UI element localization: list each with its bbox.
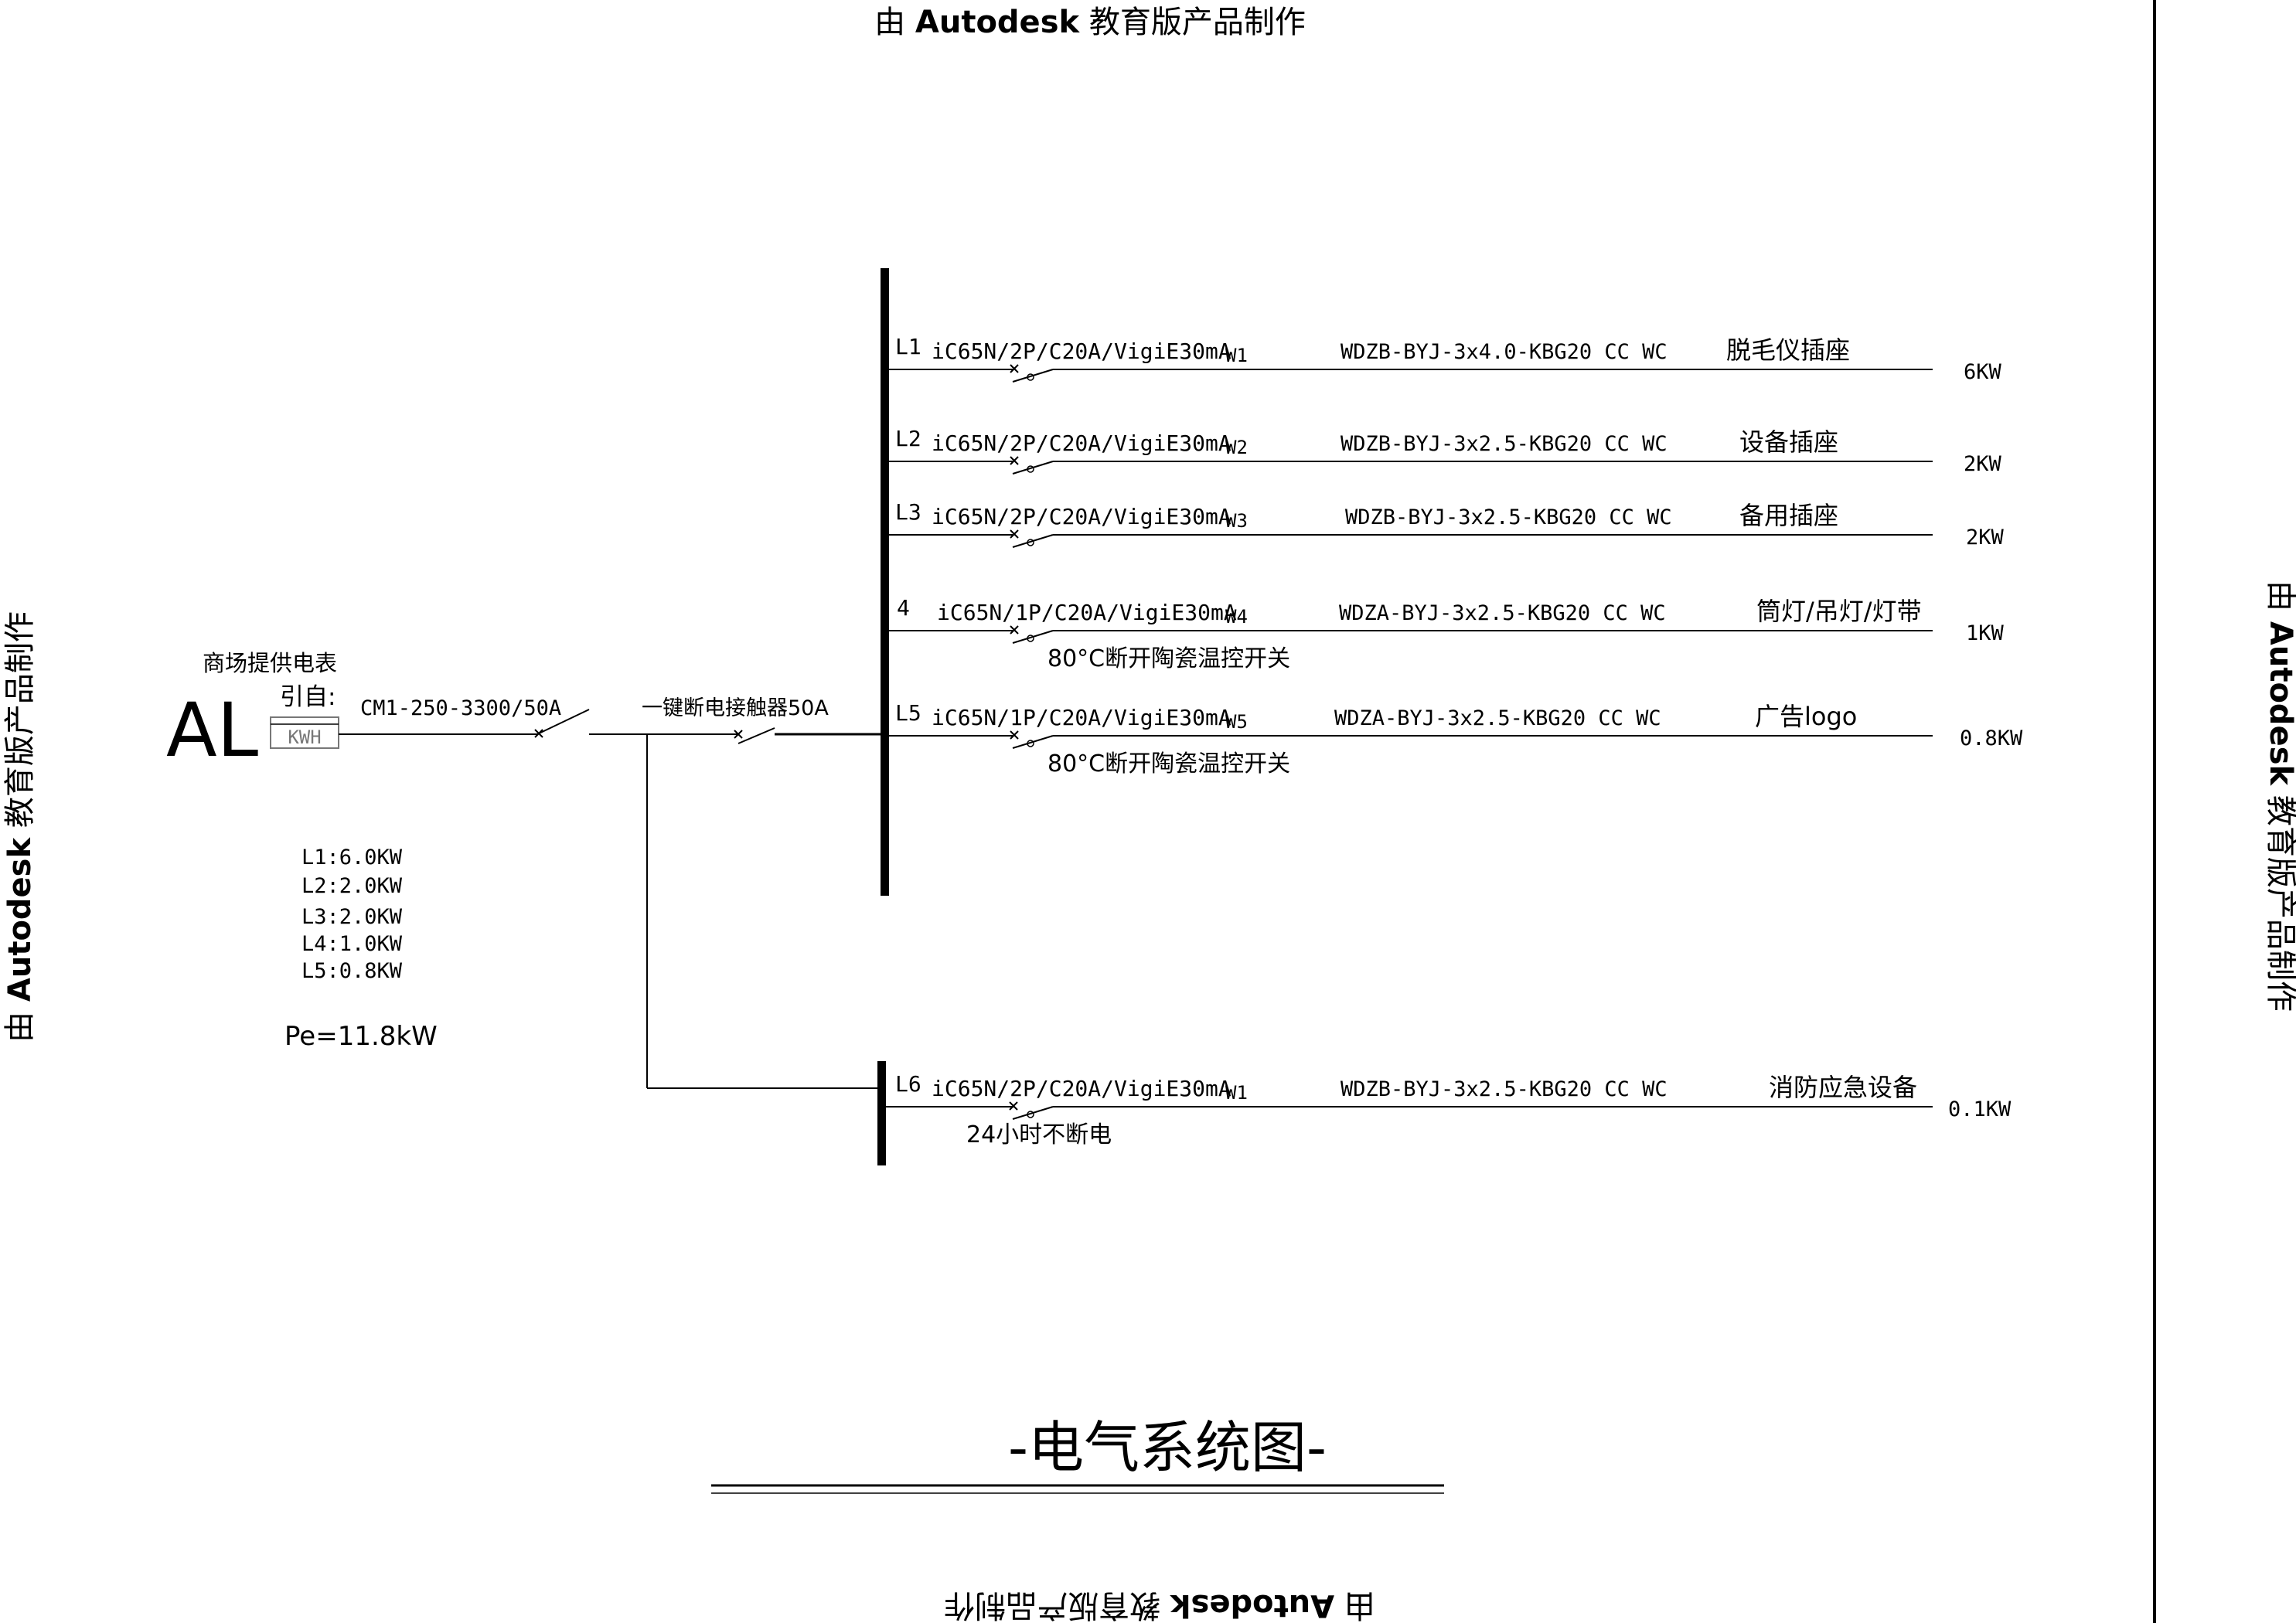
circuit-power: 2KW — [1966, 526, 2005, 550]
load-summary-total: Pe=11.8kW — [284, 1021, 438, 1052]
circuit-load-name: 设备插座 — [1739, 427, 1838, 457]
contactor-label: 一键断电接触器50A — [642, 696, 829, 720]
circuit-power: 2KW — [1964, 452, 2002, 476]
watermark-suffix: 教育版产品制作 — [2263, 785, 2296, 1012]
contactor-x2 — [734, 730, 743, 739]
circuit-cable-tag: W3 — [1225, 510, 1248, 532]
circuit-breaker-spec: iC65N/1P/C20A/VigiE30mA — [932, 705, 1231, 730]
watermark-bottom: 由 Autodesk 教育版产品制作 — [944, 1587, 1375, 1623]
circuit-power: 0.1KW — [1948, 1097, 2012, 1121]
circuit-breaker-x — [1009, 1101, 1018, 1111]
main-breaker-x2 — [534, 729, 543, 738]
circuit-load-name: 脱毛仪插座 — [1726, 335, 1850, 365]
circuit-load-name: 广告logo — [1755, 702, 1857, 731]
drawing-title: -电气系统图- — [1008, 1415, 1327, 1480]
watermark-prefix: 由 — [2, 1002, 38, 1043]
circuit-load-name: 消防应急设备 — [1769, 1073, 1917, 1102]
watermark-prefix: 由 — [2263, 580, 2296, 621]
circuit-note: 24小时不断电 — [966, 1121, 1112, 1148]
main-busbar — [881, 268, 889, 896]
circuit-cable-spec: WDZB-BYJ-3x4.0-KBG20 CC WC — [1340, 340, 1667, 364]
circuit-id: L2 — [895, 426, 921, 451]
circuit-rcd-circle — [1027, 1111, 1034, 1118]
circuit-note: 80°C断开陶瓷温控开关 — [1048, 645, 1290, 672]
circuit-id: 4 — [897, 595, 910, 621]
circuit-id: L1 — [895, 334, 921, 359]
circuit-load-name: 备用插座 — [1739, 501, 1838, 530]
circuit-breaker-x — [1010, 730, 1019, 740]
circuit-cable-spec: WDZA-BYJ-3x2.5-KBG20 CC WC — [1339, 601, 1666, 625]
circuit-id: L5 — [895, 700, 921, 726]
kwh-meter-label: KWH — [288, 726, 321, 748]
contactor-symbol — [738, 727, 775, 744]
circuit-note: 80°C断开陶瓷温控开关 — [1048, 750, 1290, 777]
circuit-breaker-spec: iC65N/2P/C20A/VigiE30mA — [932, 339, 1231, 364]
watermark-left: 由 Autodesk 教育版产品制作 — [2, 611, 38, 1043]
from-label: 引自: — [280, 683, 336, 711]
watermark-right: 由 Autodesk 教育版产品制作 — [2263, 580, 2296, 1012]
watermark-prefix: 由 — [1334, 1587, 1375, 1623]
meter-note: 商场提供电表 — [203, 650, 337, 676]
circuit-breaker-spec: iC65N/2P/C20A/VigiE30mA — [932, 430, 1231, 456]
circuit-cable-spec: WDZB-BYJ-3x2.5-KBG20 CC WC — [1340, 432, 1667, 456]
load-summary-l5: L5:0.8KW — [301, 959, 403, 983]
circuit-power: 0.8KW — [1960, 726, 2023, 750]
circuit-cable-tag: W2 — [1225, 437, 1248, 458]
circuit-cable-spec: WDZB-BYJ-3x2.5-KBG20 CC WC — [1345, 505, 1672, 529]
circuit-breaker-spec: iC65N/2P/C20A/VigiE30mA — [932, 504, 1231, 529]
circuit-cable-tag: W1 — [1225, 1082, 1248, 1104]
load-summary-l3: L3:2.0KW — [301, 905, 403, 929]
watermark-suffix: 教育版产品制作 — [2, 611, 38, 838]
kwh-meter-box — [270, 716, 339, 749]
circuit-cable-tag: W4 — [1225, 606, 1248, 628]
circuit-rcd-circle — [1027, 635, 1034, 642]
load-summary-l2: L2:2.0KW — [301, 874, 403, 898]
circuit-breaker-spec: iC65N/2P/C20A/VigiE30mA — [932, 1076, 1231, 1101]
circuit-rcd-circle — [1027, 465, 1034, 473]
load-summary-l4: L4:1.0KW — [301, 932, 403, 956]
circuit-breaker-x — [1010, 529, 1019, 539]
watermark-brand: Autodesk — [915, 5, 1081, 40]
main-breaker-symbol — [537, 709, 590, 735]
circuit-power: 1KW — [1966, 621, 2005, 645]
watermark-suffix: 教育版产品制作 — [1079, 5, 1306, 40]
circuit-rcd-circle — [1027, 539, 1034, 546]
circuit-breaker-x — [1010, 364, 1019, 373]
circuit-rcd-circle — [1027, 373, 1034, 381]
circuit-breaker-spec: iC65N/1P/C20A/VigiE30mA — [937, 600, 1237, 625]
circuit-breaker-x — [1010, 625, 1019, 635]
watermark-prefix: 由 — [874, 5, 915, 40]
watermark-brand: Autodesk — [2, 837, 38, 1002]
watermark-top: 由 Autodesk 教育版产品制作 — [874, 5, 1306, 40]
circuit-cable-spec: WDZB-BYJ-3x2.5-KBG20 CC WC — [1340, 1077, 1667, 1101]
circuit-id: L3 — [895, 499, 921, 525]
load-summary-l1: L1:6.0KW — [301, 846, 403, 869]
panel-label: AL — [166, 687, 258, 774]
emergency-busbar — [877, 1061, 886, 1165]
watermark-suffix: 教育版产品制作 — [944, 1587, 1170, 1623]
circuit-cable-tag: W5 — [1225, 711, 1248, 733]
watermark-brand: Autodesk — [2263, 621, 2296, 787]
circuit-load-name: 筒灯/吊灯/灯带 — [1756, 597, 1922, 626]
circuit-rcd-circle — [1027, 740, 1034, 747]
circuit-power: 6KW — [1964, 360, 2002, 384]
circuit-cable-spec: WDZA-BYJ-3x2.5-KBG20 CC WC — [1334, 706, 1661, 730]
main-breaker-spec: CM1-250-3300/50A — [360, 696, 561, 720]
circuit-cable-tag: W1 — [1225, 345, 1248, 366]
circuit-breaker-x — [1010, 456, 1019, 465]
circuit-id: L6 — [895, 1071, 921, 1097]
watermark-brand: Autodesk — [1170, 1587, 1335, 1623]
